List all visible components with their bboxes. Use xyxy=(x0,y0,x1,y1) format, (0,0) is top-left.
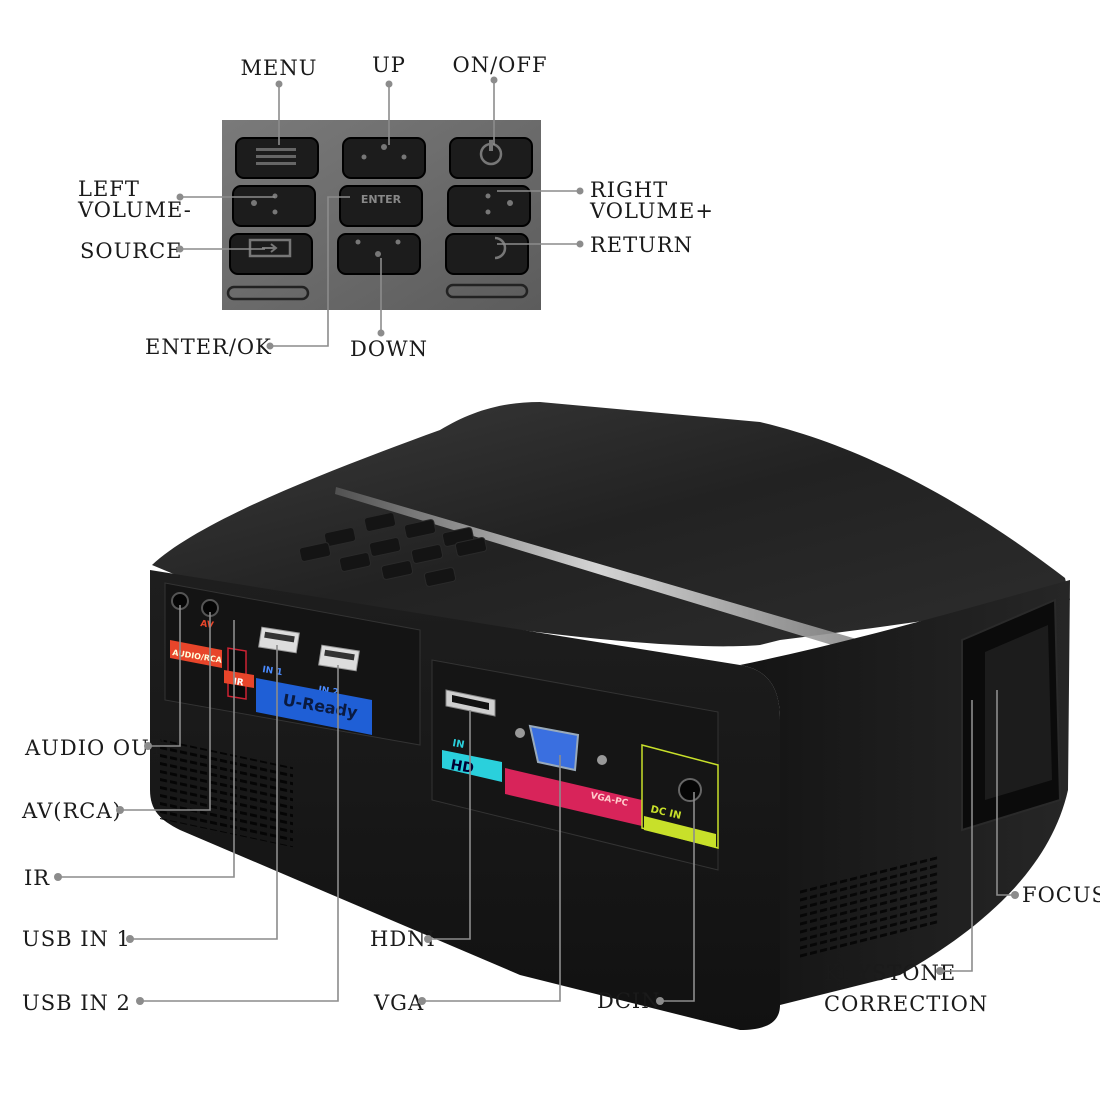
label-dcin: DCIN xyxy=(597,989,661,1013)
right-dots-icon xyxy=(485,193,513,215)
right-key xyxy=(447,185,531,227)
return-key xyxy=(445,233,529,275)
down-key xyxy=(337,233,421,275)
label-on-off: ON/OFF xyxy=(452,53,547,77)
ir-text: IR xyxy=(233,677,245,688)
label-keystone-line1: KEYSTONE xyxy=(824,961,956,985)
up-key xyxy=(342,137,426,179)
label-up: UP xyxy=(372,53,406,77)
vga-port xyxy=(528,724,580,772)
hdmi-in-text: IN xyxy=(451,738,465,751)
label-return: RETURN xyxy=(590,233,693,257)
keypad-slot-left xyxy=(226,285,310,301)
up-dots-icon xyxy=(361,144,407,160)
label-audio-out: AUDIO OUT xyxy=(24,736,165,760)
enter-key-text: ENTER xyxy=(361,193,402,206)
label-source: SOURCE xyxy=(80,239,183,263)
label-focus: FOCUS xyxy=(1022,883,1100,907)
usb-strip xyxy=(256,678,372,735)
label-av-rca: AV(RCA) xyxy=(21,799,122,823)
label-vga: VGA xyxy=(373,991,424,1015)
return-icon xyxy=(494,236,507,260)
projector-body: AUDIO/RCA AV IR IN 1 IN 2 U-Ready IN HD … xyxy=(150,402,1070,1030)
label-keystone-line2: CORRECTION xyxy=(824,992,988,1016)
hdmi-logo-text: HD xyxy=(449,757,475,777)
av-text: AV xyxy=(200,619,215,631)
source-icon xyxy=(248,238,292,258)
audio-strip xyxy=(170,640,222,668)
label-right-line1: RIGHT xyxy=(590,178,668,202)
keypad-leaders xyxy=(176,76,584,350)
power-icon xyxy=(479,140,503,166)
label-down: DOWN xyxy=(350,337,428,361)
down-dots-icon xyxy=(355,239,401,257)
power-key xyxy=(449,137,533,179)
menu-key xyxy=(235,137,319,179)
label-left-line2: VOLUME- xyxy=(77,198,192,222)
left-key xyxy=(232,185,316,227)
label-usb-in-1: USB IN 1 xyxy=(22,927,131,951)
hdmi-strip xyxy=(442,750,502,782)
label-menu: MENU xyxy=(241,56,318,80)
top-keypad xyxy=(298,512,488,587)
label-enter-ok: ENTER/OK xyxy=(145,335,272,359)
dc-in-jack xyxy=(678,778,702,802)
left-dots-icon xyxy=(251,193,278,215)
enter-key: ENTER xyxy=(339,185,423,227)
source-key xyxy=(229,233,313,275)
ir-strip xyxy=(224,670,254,688)
side-vents xyxy=(800,855,940,961)
label-left-line1: LEFT xyxy=(78,177,140,201)
vga-strip xyxy=(505,768,642,826)
menu-icon xyxy=(256,148,296,165)
projector-top xyxy=(152,402,1070,647)
dc-strip xyxy=(644,816,716,848)
label-right-line2: VOLUME+ xyxy=(589,199,714,223)
lens-inner xyxy=(985,625,1052,800)
label-ir: IR xyxy=(24,866,50,890)
keypad-slot-right xyxy=(445,283,529,299)
front-vents xyxy=(158,738,293,848)
label-usb-in-2: USB IN 2 xyxy=(22,991,131,1015)
port-leaders xyxy=(54,605,1019,1005)
dc-frame xyxy=(641,744,719,849)
